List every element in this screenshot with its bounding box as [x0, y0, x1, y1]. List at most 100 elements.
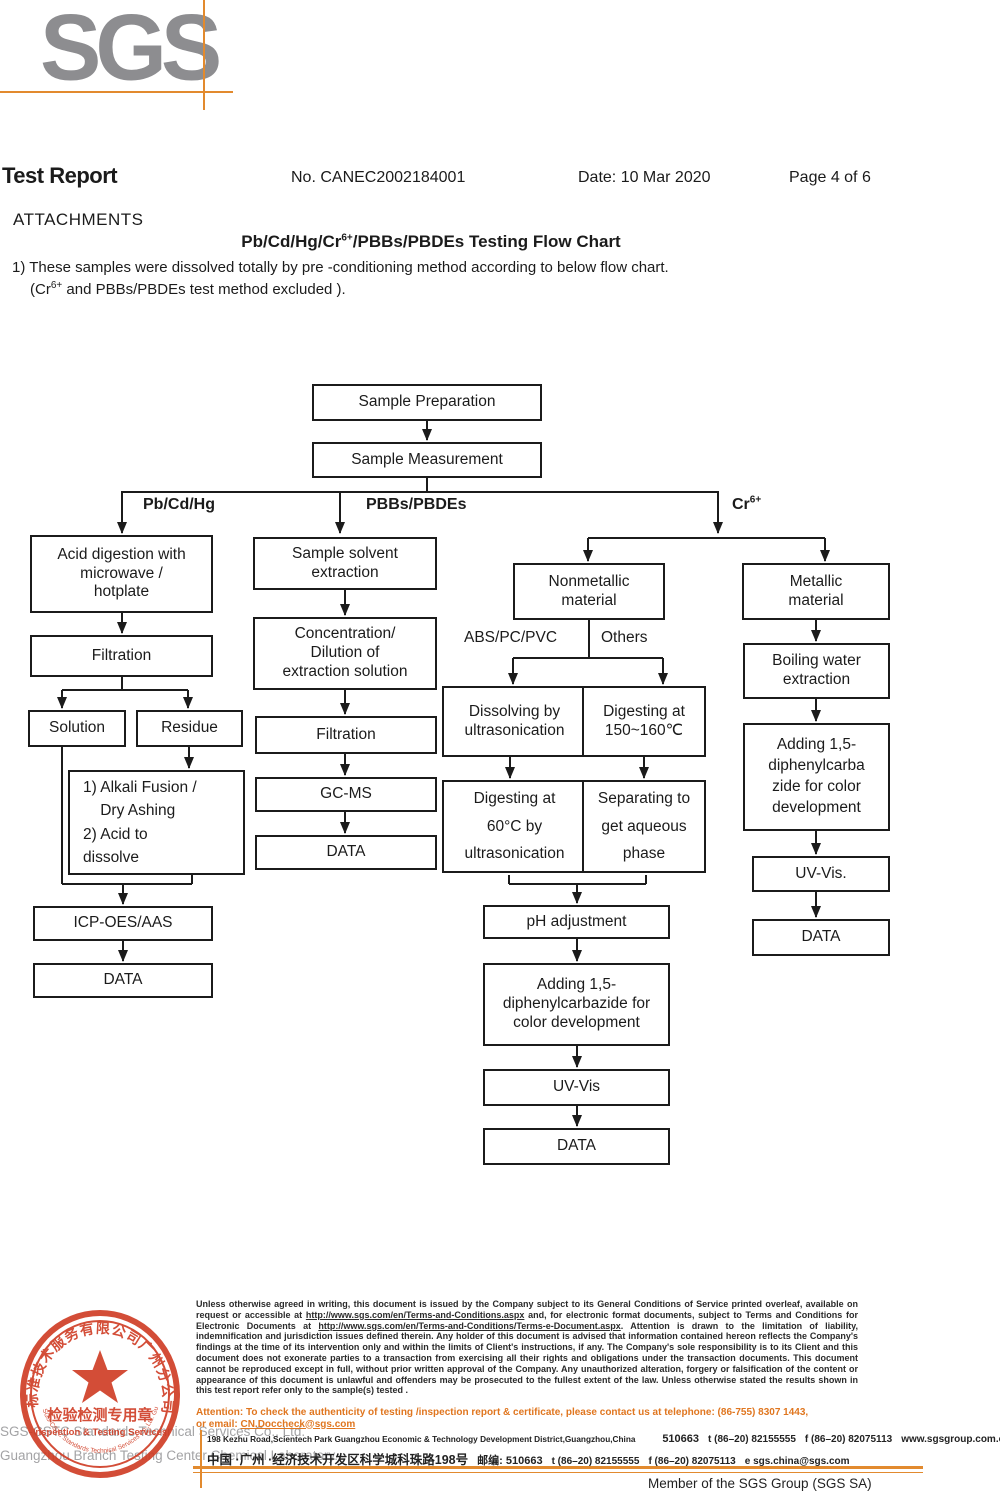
- attention-email-prefix: or email:: [196, 1418, 241, 1430]
- sgs-group-member-line: Member of the SGS Group (SGS SA): [648, 1476, 872, 1491]
- flow-box-data-bottom: DATA: [483, 1128, 670, 1165]
- flow-box-uv-vis-right: UV-Vis.: [752, 856, 890, 892]
- flow-box-sample-preparation: Sample Preparation: [312, 384, 542, 421]
- flow-box-boiling-water: Boiling water extraction: [743, 643, 890, 699]
- flow-box-concentration-dilution: Concentration/ Dilution of extraction so…: [253, 617, 437, 690]
- box-label: 1) Alkali Fusion / Dry Ashing 2) Acid to…: [83, 779, 197, 866]
- footer-orange-vline: [200, 1430, 202, 1488]
- box-label: Digesting at 60°C by ultrasonication: [464, 789, 565, 863]
- box-label: DATA: [556, 1137, 597, 1155]
- flow-box-ph-adjustment: pH adjustment: [483, 905, 670, 939]
- address-street-cn: 中国 ·广州 ·经济技术开发区科学城科珠路198号: [207, 1453, 469, 1467]
- address-tel: t (86–20) 82155555: [708, 1434, 796, 1445]
- address-line-1: 198 Kezhu Road,Scientech Park Guangzhou …: [207, 1433, 1000, 1445]
- note2-post: and PBBs/PBDEs test method excluded ).: [62, 281, 346, 298]
- header-orange-vline: [203, 0, 205, 110]
- address-block: 198 Kezhu Road,Scientech Park Guangzhou …: [207, 1433, 1000, 1468]
- flow-box-sample-measurement: Sample Measurement: [312, 442, 542, 478]
- label-abs-pc-pvc: ABS/PC/PVC: [464, 629, 558, 646]
- note-line-1: 1) These samples were dissolved totally …: [12, 259, 669, 276]
- flow-box-icp-oes-aas: ICP-OES/AAS: [33, 906, 213, 941]
- box-label: DATA: [326, 843, 366, 861]
- flow-box-data-mid: DATA: [255, 835, 437, 870]
- footer-orange-hline-thick: [193, 1466, 923, 1469]
- box-label: UV-Vis.: [795, 864, 847, 882]
- flow-box-separating-aqueous: Separating to get aqueous phase: [582, 780, 706, 873]
- box-label: Adding 1,5- diphenylcarba zide for color…: [768, 736, 865, 816]
- attachments-heading: ATTACHMENTS: [13, 210, 144, 229]
- flow-box-dissolving-ultrasonication: Dissolving by ultrasonication: [442, 686, 587, 757]
- flow-box-digesting-60: Digesting at 60°C by ultrasonication: [442, 780, 587, 873]
- flow-box-data-right: DATA: [752, 919, 890, 956]
- stamp-center-cn: 检验检测专用章: [47, 1406, 152, 1424]
- disclaimer-text: Unless otherwise agreed in writing, this…: [196, 1299, 858, 1396]
- report-number: No. CANEC2002184001: [291, 169, 466, 186]
- box-label: UV-Vis: [552, 1078, 601, 1096]
- flow-chart-title-text2: /PBBs/PBDEs Testing Flow Chart: [352, 232, 621, 251]
- flow-box-filtration-mid: Filtration: [255, 716, 437, 754]
- header-orange-hline: [0, 91, 233, 93]
- note2-pre: (Cr: [30, 281, 51, 298]
- report-title: Test Report: [2, 163, 118, 188]
- footer-orange-hline-thin: [193, 1472, 923, 1473]
- address-tel-2: t (86–20) 82155555: [551, 1456, 640, 1467]
- branch-label-pbbs-pbdes: PBBs/PBDEs: [366, 496, 467, 513]
- doccheck-email: CN.Doccheck@sgs.com: [240, 1418, 356, 1430]
- branch-label-cr6: Cr6+: [732, 495, 761, 514]
- disclaimer-part: . Attention is drawn to the limitation o…: [196, 1320, 858, 1396]
- company-name-line: SGS-CSTC Standards Technical Services Co…: [0, 1424, 306, 1439]
- box-label: Solution: [48, 719, 105, 737]
- stamp-center-en: Inspection & Testing Services: [33, 1427, 167, 1438]
- flow-box-residue: Residue: [136, 710, 243, 747]
- report-date: Date: 10 Mar 2020: [578, 169, 711, 186]
- box-label: Sample Preparation: [358, 393, 496, 411]
- box-label: GC-MS: [320, 785, 372, 803]
- box-label: Boiling water extraction: [772, 652, 861, 688]
- flow-box-solution: Solution: [28, 710, 126, 747]
- note2-sup: 6+: [50, 280, 63, 291]
- box-label: Dissolving by ultrasonication: [464, 702, 565, 739]
- page-indicator: Page 4 of 6: [789, 169, 871, 186]
- flow-box-adding-dpc-mid: Adding 1,5- diphenylcarbazide for color …: [483, 963, 670, 1046]
- box-label: Separating to get aqueous phase: [597, 789, 691, 863]
- address-postal: 510663: [662, 1433, 700, 1445]
- flow-box-alkali-fusion: 1) Alkali Fusion / Dry Ashing 2) Acid to…: [68, 770, 245, 875]
- box-label: Sample Measurement: [351, 450, 503, 468]
- flow-box-solvent-extraction: Sample solvent extraction: [253, 537, 437, 590]
- label-others: Others: [601, 629, 648, 646]
- flow-box-adding-dpc-right: Adding 1,5- diphenylcarba zide for color…: [743, 723, 890, 831]
- inspection-stamp: 标准技术服务有限公司广州分公司 检验检测专用章 Inspection & Tes…: [18, 1308, 180, 1478]
- sgs-logo: SGS: [40, 0, 222, 101]
- address-website: www.sgsgroup.com.cn: [901, 1434, 1000, 1445]
- disclaimer-part: and, for electronic format documents, su…: [196, 1309, 858, 1331]
- box-label: Concentration/ Dilution of extraction so…: [282, 625, 408, 680]
- flow-chart-title-sup: 6+: [341, 232, 353, 244]
- address-postal-cn: 邮编: 510663: [477, 1455, 543, 1467]
- flow-chart-title: Pb/Cd/Hg/Cr6+/PBBs/PBDEs Testing Flow Ch…: [0, 232, 862, 252]
- flow-box-filtration-left: Filtration: [30, 635, 213, 677]
- disclaimer-part: Unless otherwise agreed in writing, this…: [196, 1299, 858, 1320]
- flow-box-acid-digestion: Acid digestion with microwave / hotplate: [30, 535, 213, 613]
- note-line-2: (Cr6+ and PBBs/PBDEs test method exclude…: [30, 280, 346, 299]
- attention-notice: Attention: To check the authenticity of …: [196, 1407, 886, 1430]
- address-fax-2: f (86–20) 82075113: [648, 1456, 736, 1467]
- flow-box-uv-vis-mid: UV-Vis: [483, 1069, 670, 1106]
- box-label: Digesting at 150~160℃: [603, 702, 685, 739]
- stamp-star: [72, 1350, 128, 1403]
- box-label: Metallic material: [788, 572, 844, 609]
- company-lab-line: Guangzhou Branch Testing Center Chemical…: [0, 1448, 338, 1463]
- address-fax: f (86–20) 82075113: [804, 1434, 893, 1445]
- box-label: pH adjustment: [526, 912, 627, 930]
- box-label: Filtration: [316, 725, 376, 743]
- flow-box-gc-ms: GC-MS: [255, 777, 437, 812]
- box-label: Acid digestion with microwave / hotplate: [57, 545, 186, 601]
- terms-e-document-url: http://www.sgs.com/en/Terms-and-Conditio…: [318, 1320, 621, 1331]
- address-street-en: 198 Kezhu Road,Scientech Park Guangzhou …: [207, 1434, 636, 1444]
- address-line-2: 中国 ·广州 ·经济技术开发区科学城科珠路198号 邮编: 510663 t (…: [207, 1449, 997, 1468]
- cr-base: Cr: [732, 496, 750, 513]
- box-label: Adding 1,5- diphenylcarbazide for color …: [502, 976, 651, 1031]
- flow-box-nonmetallic: Nonmetallic material: [513, 563, 665, 620]
- box-label: Filtration: [91, 646, 152, 664]
- attention-line1: Attention: To check the authenticity of …: [196, 1407, 809, 1418]
